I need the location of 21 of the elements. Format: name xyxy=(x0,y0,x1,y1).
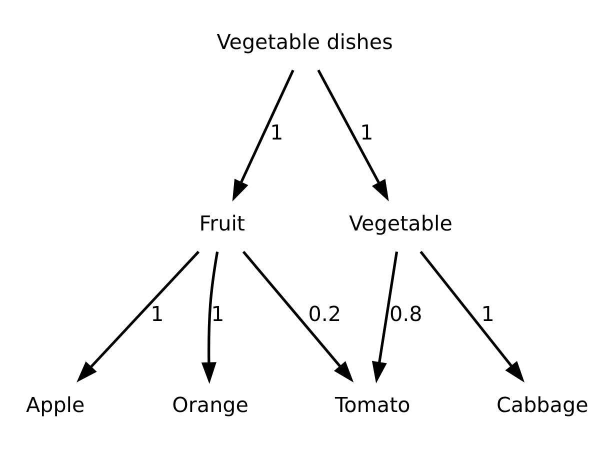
node-text: Orange xyxy=(172,392,248,416)
node-text: Vegetable dishes xyxy=(216,29,393,54)
arrow xyxy=(232,69,294,202)
edge-label: 1 xyxy=(360,120,374,144)
edge-label: 0.2 xyxy=(308,302,342,326)
node-text: Tomato xyxy=(335,392,410,416)
edge-label: 1 xyxy=(270,120,284,144)
edge-label: 1 xyxy=(481,302,494,326)
edge-label: 1 xyxy=(211,302,224,326)
node-text: Vegetable xyxy=(349,210,452,235)
node-text: Apple xyxy=(26,392,85,416)
arrow xyxy=(242,250,354,382)
node-text: Fruit xyxy=(199,210,246,235)
edge-label: 0.8 xyxy=(389,302,422,326)
arrow xyxy=(372,250,398,383)
arrow xyxy=(420,250,525,382)
arrow xyxy=(201,251,219,384)
arrow xyxy=(317,69,389,201)
node-text: Cabbage xyxy=(496,392,588,416)
arrow xyxy=(76,250,200,382)
edge-label: 1 xyxy=(150,302,164,326)
